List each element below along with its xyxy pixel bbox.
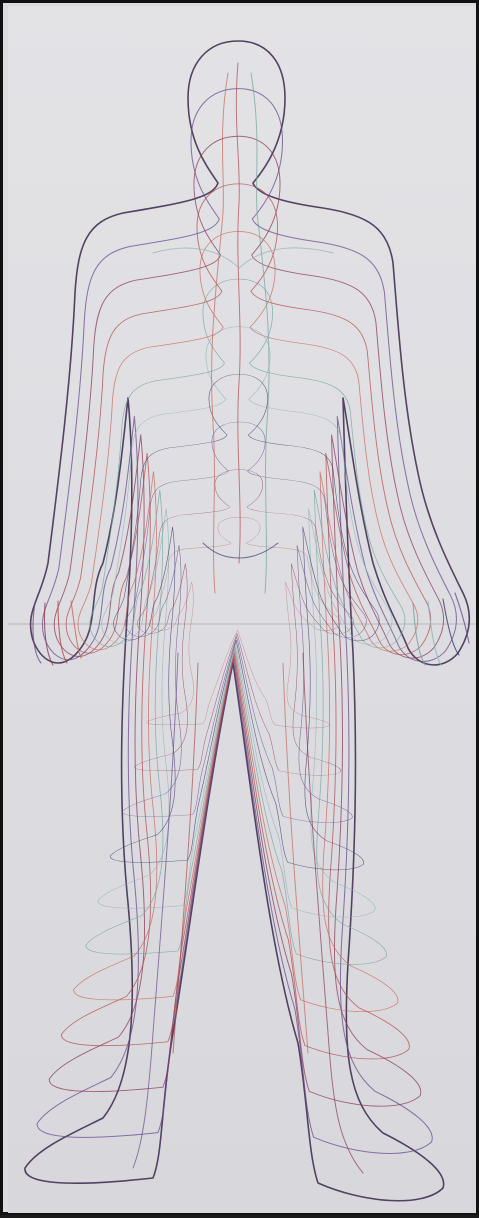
body-outline-drawing bbox=[3, 3, 479, 1218]
finger-line bbox=[443, 599, 459, 655]
flow-line bbox=[153, 248, 333, 268]
contour-line bbox=[86, 279, 405, 964]
flow-line bbox=[173, 663, 198, 1053]
finger-line bbox=[58, 601, 67, 663]
contour-line bbox=[25, 41, 469, 1201]
flow-line bbox=[236, 63, 240, 563]
finger-line bbox=[44, 603, 53, 665]
flow-line bbox=[212, 73, 228, 593]
contour-line bbox=[37, 89, 456, 1154]
contour-line bbox=[49, 136, 443, 1106]
contour-line bbox=[122, 422, 366, 823]
flow-line bbox=[303, 653, 363, 1173]
contour-line bbox=[61, 184, 430, 1059]
contour-lines bbox=[25, 41, 469, 1201]
